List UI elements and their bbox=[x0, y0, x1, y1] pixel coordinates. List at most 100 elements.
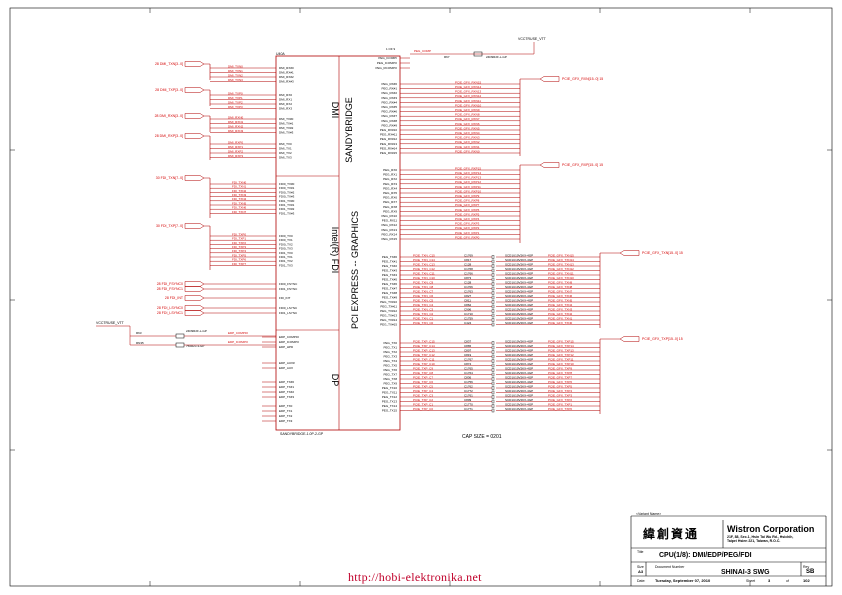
right-port-label: PCIE_GFX_TXP[15..0] 15 bbox=[642, 337, 683, 341]
peg-tx-out-net-label: PCIE_GFX_TXP10 bbox=[548, 362, 574, 366]
peg-rx-net-label: PCIE_GFX_RXN8 bbox=[455, 113, 480, 117]
peg-rx-net-label: PCIE_GFX_RXP2 bbox=[455, 226, 480, 230]
cap-ref-label: C807 bbox=[464, 348, 472, 352]
edp-pin-label: EDP_TX1 bbox=[279, 409, 293, 413]
port-label: 28 FDI_FSYNC1 bbox=[157, 287, 183, 291]
peg-rx-net-label: PCIE_GFX_RXP12 bbox=[455, 180, 481, 184]
peg-tx-net-label: PCIE_TXP_C12 bbox=[413, 353, 435, 357]
cap-ref-label: C837 bbox=[464, 339, 472, 343]
dmi-pin-label: DMI_TX#0 bbox=[279, 117, 294, 121]
right-port-connector bbox=[539, 76, 560, 82]
ac-coupling-cap bbox=[491, 359, 495, 363]
cap-value-label: SCD1U10V2KX-4GP bbox=[505, 393, 533, 397]
peg-rx-net-label: PCIE_GFX_RXP10 bbox=[455, 189, 481, 193]
edp-pin-label: EDP_AUX# bbox=[279, 361, 295, 365]
peg-rx-net-label: PCIE_GFX_RXP15 bbox=[455, 166, 481, 170]
peg-tx-out-net-label: PCIE_GFX_TXP12 bbox=[548, 353, 574, 357]
peg-tx-out-net-label: PCIE_GFX_TXP2 bbox=[548, 398, 572, 402]
peg-tx-out-net-label: PCIE_GFX_TXN14 bbox=[548, 258, 574, 262]
cap-ref-label: C1763 bbox=[464, 289, 473, 293]
cap-ref-label: C819 bbox=[464, 353, 472, 357]
peg-tx-net-label: PCIE_TXP_C10 bbox=[413, 362, 435, 366]
port-label: 28 FDI_LSYNC1 bbox=[157, 311, 183, 315]
cap-ref-label: C1768 bbox=[464, 267, 473, 271]
peg-rx-pin-label: PEG_RX5 bbox=[383, 191, 397, 195]
section-pci-express-graphics: PCI EXPRESS -- GRAPHICS bbox=[350, 211, 360, 329]
ac-coupling-cap bbox=[491, 408, 495, 413]
peg-tx-out-net-label: PCIE_GFX_TXP6 bbox=[548, 380, 572, 384]
dmi-net-label: DMI_TXN2 bbox=[228, 73, 243, 77]
cap-ref-label: C811 bbox=[464, 298, 471, 302]
ac-coupling-cap bbox=[491, 381, 495, 386]
peg-rx-pin-label: PEG_RX#0 bbox=[381, 82, 397, 86]
peg-tx-net-label: PCIE_TXP_C9 bbox=[413, 366, 433, 370]
peg-tx-out-net-label: PCIE_GFX_TXP1 bbox=[548, 402, 572, 406]
edp-r1-body bbox=[175, 333, 185, 339]
edp-pin-label: EDP_AUX bbox=[279, 366, 293, 370]
peg-tx-pin-label: PEG_TX#11 bbox=[380, 305, 397, 309]
peg-rx-pin-label: PEG_RX14 bbox=[381, 232, 397, 236]
peg-rx-pin-label: PEG_RX#4 bbox=[381, 100, 397, 104]
peg-tx-pin-label: PEG_TX#1 bbox=[382, 260, 398, 264]
dmi-pin-label: DMI_RX1 bbox=[279, 98, 292, 102]
cap-value-label: SCD1U10V2KX-4GP bbox=[505, 375, 533, 379]
cap-ref-label: C817 bbox=[464, 258, 472, 262]
edp-vcc-label: VCCTRUSE_VTT bbox=[96, 321, 125, 325]
edp-r2-body bbox=[175, 342, 185, 348]
peg-tx-net-label: PCIE_TXN_C8 bbox=[413, 285, 434, 289]
sheet-label: Sheet bbox=[746, 579, 756, 583]
cap-value-label: SCD1U10V2KX-4GP bbox=[505, 262, 533, 266]
fdi-pin-label: FDI0_TX#3 bbox=[279, 195, 295, 199]
fdi-net-label: FDI_TXP7 bbox=[232, 262, 246, 266]
ac-coupling-cap bbox=[491, 386, 495, 390]
port-connector bbox=[184, 175, 205, 181]
cap-value-label: SCD1U10V2KX-4GP bbox=[505, 371, 533, 375]
fdi-pin-label: FDI1_TX#3 bbox=[279, 211, 295, 215]
peg-tx-pin-label: PEG_TX#6 bbox=[382, 282, 398, 286]
peg-tx-pin-label: PEG_TX3 bbox=[383, 355, 397, 359]
fdi-pin-label: FDI1_TX1 bbox=[279, 255, 293, 259]
dmi-pin-label: DMI_RX#0 bbox=[279, 66, 294, 70]
dmi-pin-label: DMI_RX#2 bbox=[279, 75, 294, 79]
right-port-label: PCIE_GFX_RXN[15..0] 15 bbox=[562, 77, 603, 81]
port-label: 28 FDI_INT bbox=[165, 296, 184, 300]
ac-coupling-cap bbox=[491, 322, 495, 327]
rev-label: Rev bbox=[803, 565, 810, 569]
peg-rx-pin-label: PEG_RX#10 bbox=[380, 128, 398, 132]
peg-tx-out-net-label: PCIE_GFX_TXN6 bbox=[548, 294, 573, 298]
dmi-pin-label: DMI_RX0 bbox=[279, 93, 292, 97]
peg-tx-out-net-label: PCIE_GFX_TXP9 bbox=[548, 366, 572, 370]
peg-tx-net-label: PCIE_TXP_C0 bbox=[413, 407, 433, 411]
peg-comp-resistor bbox=[473, 51, 483, 57]
ac-coupling-cap bbox=[491, 399, 495, 404]
section-dp: DP bbox=[330, 374, 340, 387]
peg-tx-out-net-label: PCIE_GFX_TXN10 bbox=[548, 276, 574, 280]
fdi-net-label: FDI_TXP1 bbox=[232, 237, 246, 241]
ac-coupling-cap bbox=[491, 345, 495, 350]
peg-rx-pin-label: PEG_RX15 bbox=[381, 237, 397, 241]
peg-rx-net-label: PCIE_GFX_RXN2 bbox=[455, 140, 480, 144]
ac-coupling-cap bbox=[491, 309, 495, 313]
peg-rx-net-label: PCIE_GFX_RXN12 bbox=[455, 94, 482, 98]
port-connector bbox=[184, 281, 205, 287]
peg-tx-net-label: PCIE_TXN_C11 bbox=[413, 271, 435, 275]
fdi-pin-label: FDI0_TX#2 bbox=[279, 190, 295, 194]
cap-value-label: SCD1U10V2KX-4GP bbox=[505, 285, 533, 289]
cap-ref-label: C809 bbox=[464, 398, 472, 402]
ac-coupling-cap bbox=[491, 368, 495, 372]
ac-coupling-cap bbox=[491, 350, 495, 354]
peg-tx-pin-label: PEG_TX10 bbox=[382, 386, 398, 390]
peg-tx-out-net-label: PCIE_GFX_TXN4 bbox=[548, 303, 573, 307]
company-address-1: 21F, 88, Sec.1, Hsin Tai Wu Rd., Hsichih… bbox=[727, 535, 794, 539]
fdi-pin-label: FDI0_TX3 bbox=[279, 247, 293, 251]
peg-tx-out-net-label: PCIE_GFX_TXN1 bbox=[548, 316, 573, 320]
frame-zone-ticks bbox=[10, 8, 832, 586]
fdi-net-label: FDI_TXN0 bbox=[232, 180, 247, 184]
ac-coupling-cap bbox=[491, 273, 495, 277]
peg-rx-net-label: PCIE_GFX_RXP0 bbox=[455, 235, 480, 239]
ac-coupling-cap bbox=[491, 404, 495, 408]
peg-rx-pin-label: PEG_RX#7 bbox=[381, 114, 397, 118]
peg-tx-net-label: PCIE_TXN_C5 bbox=[413, 298, 434, 302]
cap-value-label: SCD1U10V2KX-4GP bbox=[505, 307, 533, 311]
peg-rx-net-label: PCIE_GFX_RXN14 bbox=[455, 85, 482, 89]
